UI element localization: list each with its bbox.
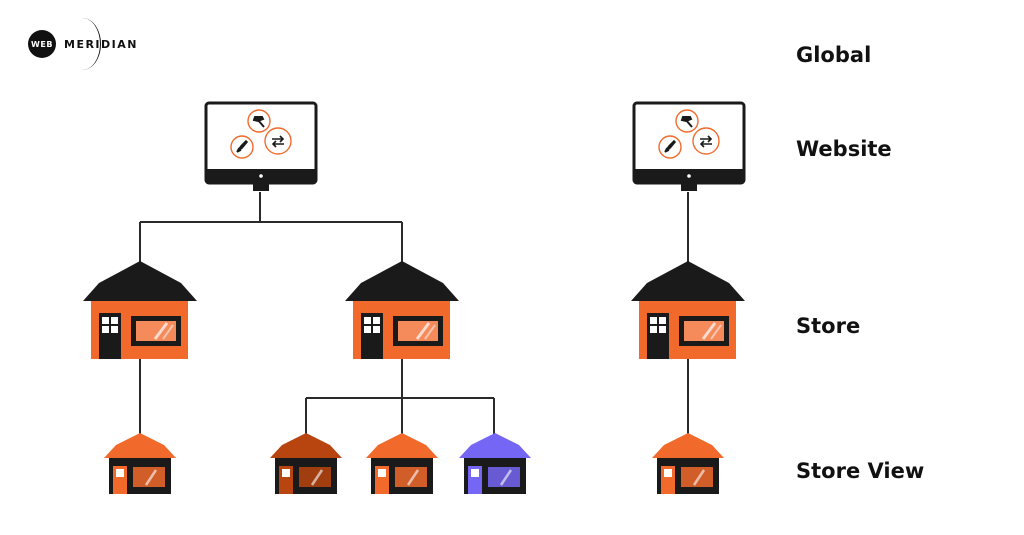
- logo-badge: WEB: [28, 30, 56, 58]
- store-view-door-window: [282, 469, 290, 477]
- tree-connectors: [139, 192, 689, 434]
- level-label-global: Global: [796, 43, 872, 67]
- store-house-left-2: [343, 259, 461, 361]
- store-view-roof: [270, 433, 342, 458]
- store-view-house-purple: [459, 433, 531, 494]
- store-house-left-1: [81, 259, 199, 361]
- store-view-window-glare: [499, 469, 513, 486]
- store-view-window-glare: [310, 469, 324, 486]
- web-meridian-logo: WEB MERIDIAN: [28, 18, 138, 70]
- store-house-right: [629, 259, 747, 361]
- store-view-window: [488, 467, 520, 487]
- store-view-window-glare: [692, 469, 706, 486]
- store-view-house-orange: [366, 433, 438, 494]
- sync-arrows-icon: [699, 135, 713, 148]
- logo-arc: [64, 18, 101, 70]
- store-view-roof: [652, 433, 724, 458]
- rocket-icon: [664, 139, 677, 153]
- store-view-door-window: [471, 469, 479, 477]
- level-label-store-view: Store View: [796, 459, 925, 483]
- store-view-roof: [366, 433, 438, 458]
- store-view-house-orange: [104, 433, 176, 494]
- store-view-roof: [104, 433, 176, 458]
- store-view-door-window: [116, 469, 124, 477]
- store-view-window: [299, 467, 331, 487]
- store-view-window: [681, 467, 713, 487]
- store-view-house-brown: [270, 433, 342, 494]
- level-label-website: Website: [796, 137, 892, 161]
- store-view-window: [395, 467, 427, 487]
- store-view-window-glare: [144, 469, 158, 486]
- store-view-window: [133, 467, 165, 487]
- store-view-window-glare: [406, 469, 420, 486]
- rocket-icon: [236, 139, 249, 153]
- store-view-house-orange: [652, 433, 724, 494]
- store-view-door-window: [664, 469, 672, 477]
- sync-arrows-icon: [271, 135, 285, 148]
- hammer-icon: [680, 116, 693, 128]
- store-view-door-window: [378, 469, 386, 477]
- store-view-roof: [459, 433, 531, 458]
- level-label-store: Store: [796, 314, 861, 338]
- hammer-icon: [252, 116, 265, 128]
